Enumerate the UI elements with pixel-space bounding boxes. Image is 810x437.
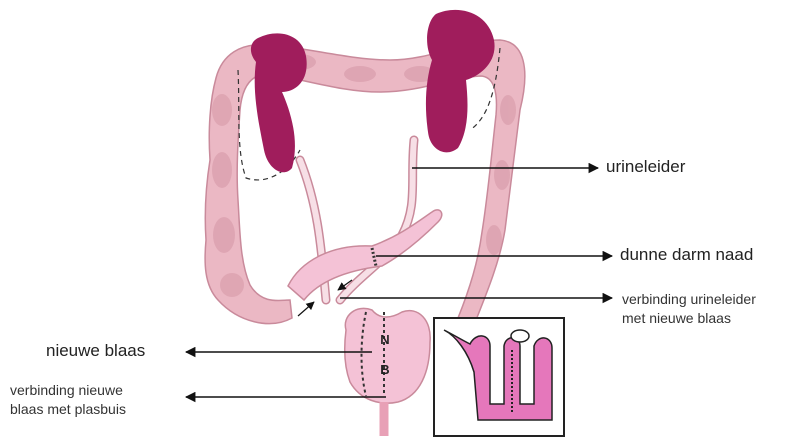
small-bowel <box>288 210 442 300</box>
label-verbinding-plasbuis: verbinding nieuwe blaas met plasbuis <box>10 381 126 419</box>
nb-letter-n: N <box>380 332 389 347</box>
colon <box>205 40 525 324</box>
inset-cross-section <box>434 318 564 436</box>
nb-letter-b: B <box>380 362 389 377</box>
label-verbinding-plasbuis-line2: blaas met plasbuis <box>10 400 126 419</box>
colon-outline <box>205 40 525 324</box>
right-ureter <box>340 140 414 300</box>
neobladder-body <box>345 308 430 403</box>
label-dunne-darm-naad: dunne darm naad <box>620 245 753 265</box>
label-verbinding-plasbuis-line1: verbinding nieuwe <box>10 381 126 400</box>
label-verbinding-urineleider: verbinding urineleider met nieuwe blaas <box>622 290 756 328</box>
label-verbinding-urineleider-line1: verbinding urineleider <box>622 290 756 309</box>
inset-ureter-stent <box>511 330 529 342</box>
left-kidney <box>251 33 307 172</box>
small-bowel-loop <box>288 210 442 300</box>
label-nieuwe-blaas: nieuwe blaas <box>46 341 145 361</box>
right-kidney <box>426 10 495 152</box>
label-urineleider: urineleider <box>606 157 685 177</box>
neobladder: N B <box>345 308 430 436</box>
label-verbinding-urineleider-line2: met nieuwe blaas <box>622 309 756 328</box>
